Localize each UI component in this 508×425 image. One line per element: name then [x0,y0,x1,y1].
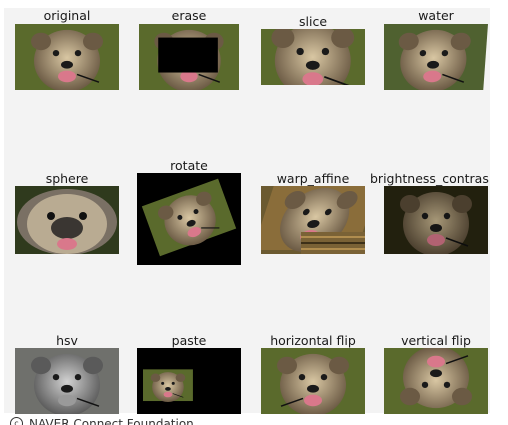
dog-image-erase [139,24,239,90]
dog-image-rotate [137,173,241,265]
copyright-footer: c NAVER Connect Foundation [10,414,194,425]
panel-title-hsv: hsv [56,333,78,348]
panel-title-erase: erase [171,8,207,23]
panel-title-water: water [418,8,454,23]
panel-title-original: original [43,8,91,23]
dog-image-warp-affine [261,186,365,254]
panel-title-paste: paste [171,333,207,348]
panel-title-warp-affine: warp_affine [276,171,350,186]
copyright-text: NAVER Connect Foundation [29,417,194,425]
dog-image-vertical-flip [384,348,488,414]
dog-image-water [384,24,488,90]
augmentation-figure: original erase [4,8,490,414]
copyright-icon: c [10,417,23,425]
dog-image-paste [137,348,241,414]
panel-title-sphere: sphere [45,171,89,186]
dog-image-slice [261,29,365,85]
panel-title-horizontal-flip: horizontal flip [270,333,356,348]
panel-title-vertical-flip: vertical flip [401,333,471,348]
dog-image-horizontal-flip [261,348,365,414]
dog-image-brightness-contrast [384,186,488,254]
dog-image-hsv [15,348,119,414]
panel-title-rotate: rotate [170,158,208,173]
panel-title-slice: slice [298,14,328,29]
panel-title-brightness-contrast: brightness_contras [370,171,489,186]
dog-image-original [15,24,119,90]
dog-image-sphere [15,186,119,254]
